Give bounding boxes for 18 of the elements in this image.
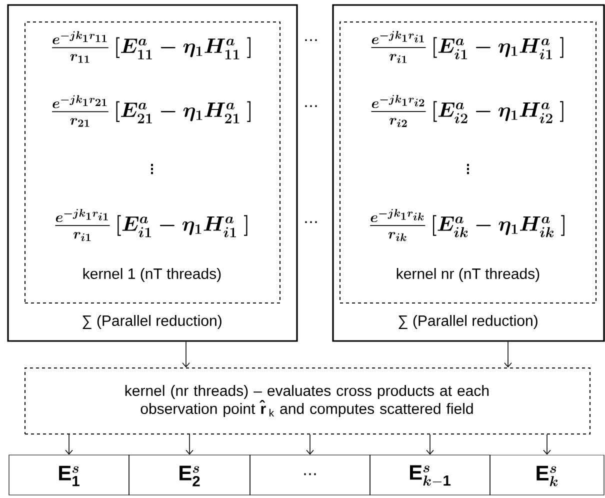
arrow [543,434,551,455]
field-cell: $\mathbf{E}^{\boldsymbol{s}}_{\boldsymbol{k}}$ [490,454,604,496]
ellipsis: ⋯ [305,39,317,42]
arrow [306,434,314,455]
field-cell: ⋯ [250,454,370,496]
field-cell: $\mathbf{E}^{\boldsymbol{s}}_{\mathbf{2}}$ [128,454,250,496]
kernel-box: kernel (nr threads) – evaluates cross products at each observation point r̂$_{k}$ and computes scattered field [24,368,590,434]
arrow [182,341,190,368]
arrow [426,434,434,455]
arrow [65,434,73,455]
field-cell: $\mathbf{E}^{\boldsymbol{s}}_{\mathbf{1}}$ [8,454,130,496]
arrow [186,434,194,455]
ellipsis: ⋯ [305,221,317,224]
kernel-box: $\boldsymbol{\frac{e^{-jk_1r_{11}}}{r_{11}}\,[E^{a}_{11}-\eta_1H^{a}_{11}\ ]}$ $\boldsymbol{\frac{e^{-jk_1r_{21}}}{r_{21}}\,[E^{a}_{21}-\eta_1H^{a}_{21}\ ]}$ $\vdots$ $\boldsymbol{\frac{e^{-jk_1r_{i1}}}{r_{i1}}\,[E^{a}_{i1}-\eta_1H^{a}_{i1}\ ]}$ kernel 1 (nT threads) [24,22,280,304]
kernel-box: $\boldsymbol{\frac{e^{-jk_1r_{i1}}}{r_{i1}}\,[E^{a}_{i1}-\eta_1H^{a}_{i1}\ ]}$ $\boldsymbol{\frac{e^{-jk_1r_{i2}}}{r_{i2}}\,[E^{a}_{i2}-\eta_1H^{a}_{i2}\ ]}$ $\vdots$ $\boldsymbol{\frac{e^{-jk_1r_{ik}}}{r_{ik}}\,[E^{a}_{ik}-\eta_1H^{a}_{ik}\ ]}$ kernel nr (nT threads) [340,22,596,304]
ellipsis: ⋯ [305,105,317,108]
field-cell: $\mathbf{E}^{\boldsymbol{s}}_{\boldsymbol{k}\mathbf{-1}}$ [370,454,490,496]
arrow [504,341,512,368]
